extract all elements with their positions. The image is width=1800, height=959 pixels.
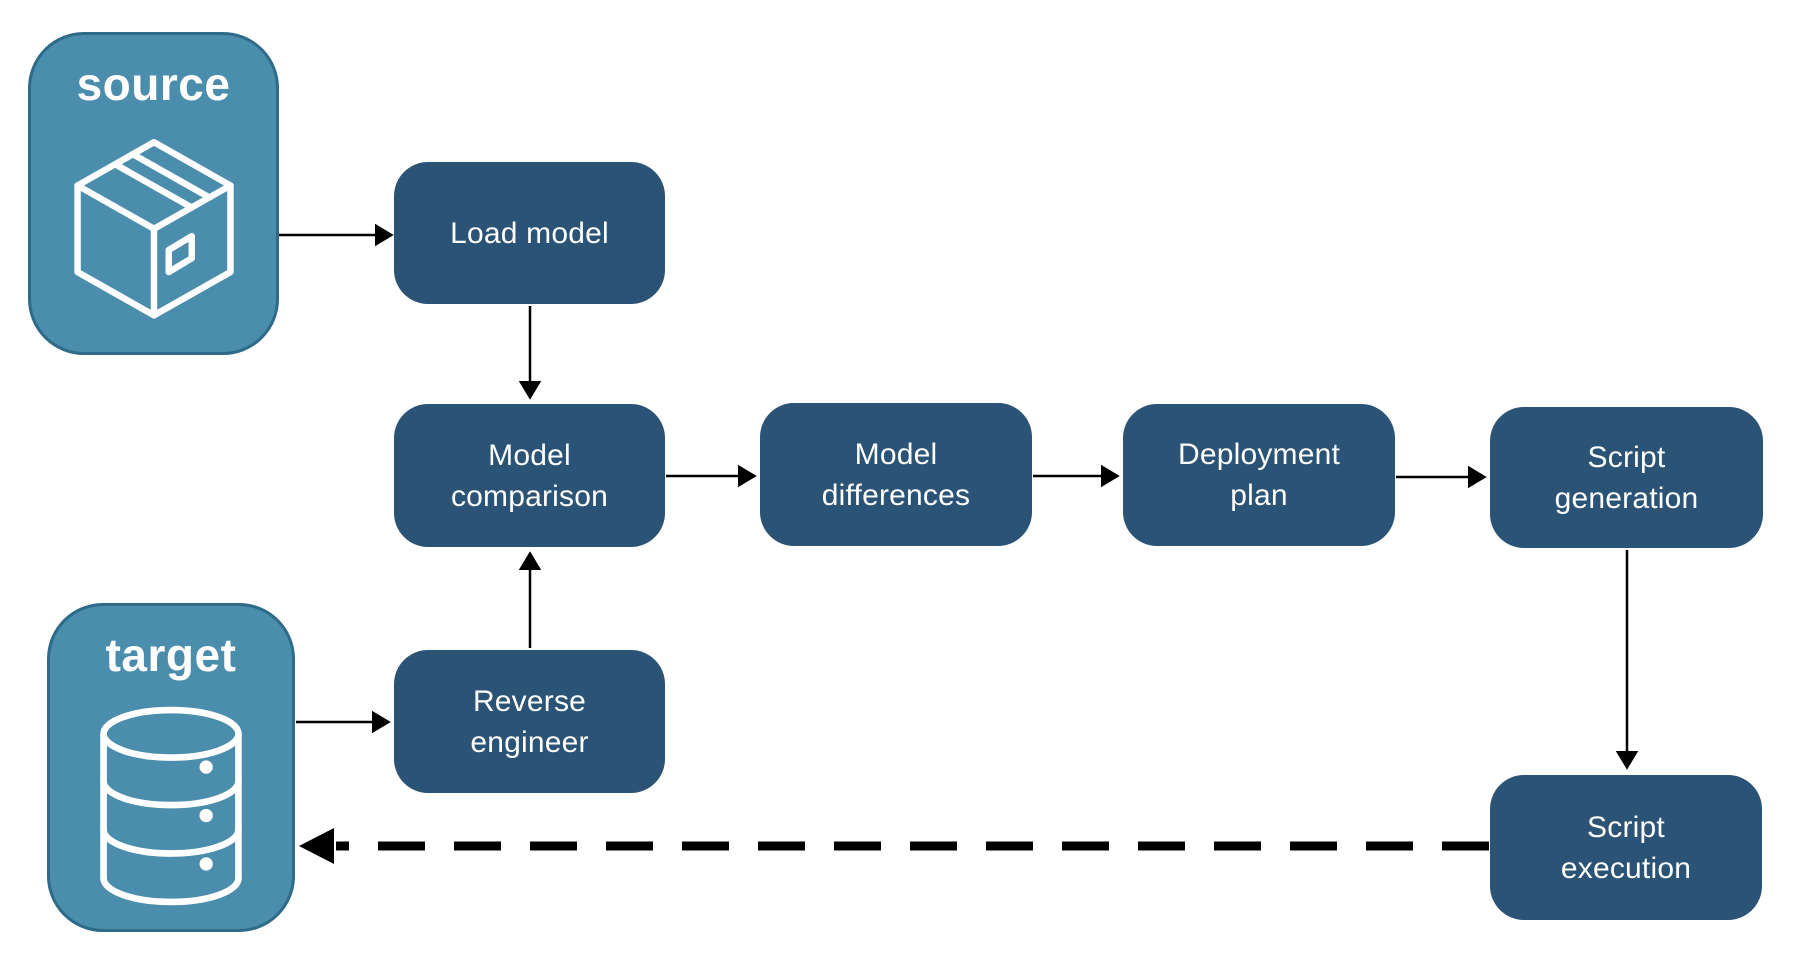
node-model-differences-label: Model differences [821,437,971,512]
node-model-comparison-label: Model comparison [450,438,609,513]
node-load-model-label: Load model [450,216,609,250]
node-reverse-engineer: Reverse engineer [394,650,665,793]
node-script-execution-label: Script execution [1560,810,1692,885]
node-model-differences: Model differences [760,403,1032,546]
node-script-generation: Script generation [1490,407,1763,548]
node-deployment-plan-label: Deployment plan [1177,438,1341,512]
package-icon [31,111,276,352]
node-script-generation-label: Script generation [1554,440,1699,515]
database-icon [50,682,292,929]
node-reverse-engineer-label: Reverse engineer [470,684,589,759]
source-label: source [76,58,231,110]
dashed-arrowhead [299,828,334,864]
node-deployment-plan: Deployment plan [1123,404,1395,546]
source-node: source [28,32,279,355]
node-model-comparison: Model comparison [394,404,665,547]
target-label: target [105,629,237,681]
node-load-model: Load model [394,162,665,304]
target-node: target [47,603,295,932]
node-script-execution: Script execution [1490,775,1762,920]
